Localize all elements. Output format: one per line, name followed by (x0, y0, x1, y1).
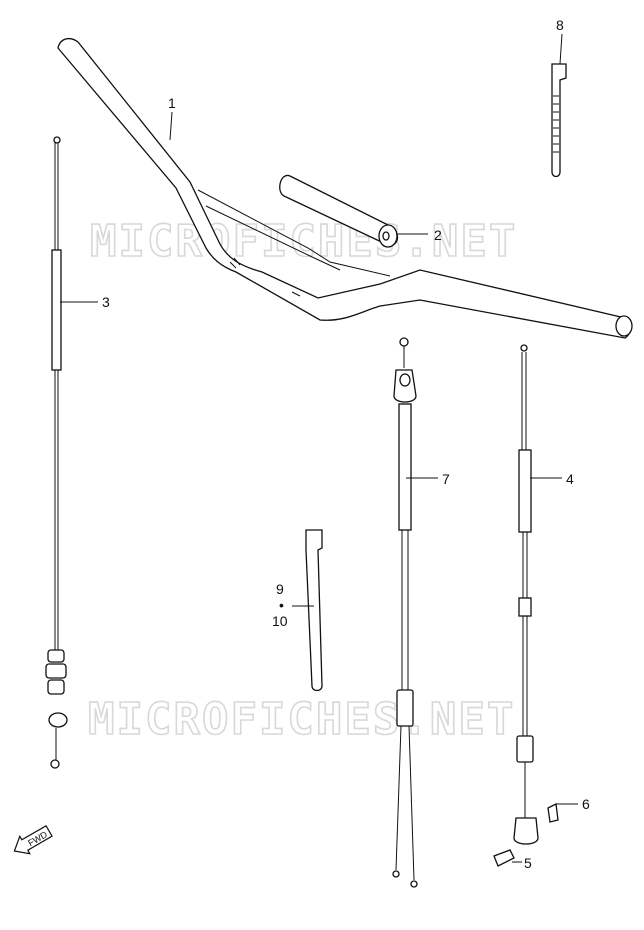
callout-1: 1 (168, 95, 176, 111)
pin-part[interactable] (493, 849, 515, 867)
callout-6: 6 (582, 796, 590, 812)
tie-strap-part[interactable] (305, 529, 323, 692)
cable-right-part[interactable] (513, 344, 539, 845)
clip-part[interactable] (547, 803, 559, 823)
watermark-bottom: MICROFICHES.NET (88, 694, 515, 745)
callout-4: 4 (566, 471, 574, 487)
callout-8: 8 (556, 17, 564, 33)
grip-part[interactable] (279, 174, 399, 248)
callout-9-separator: • (279, 597, 284, 613)
cable-middle-part[interactable] (392, 337, 418, 888)
handlebar-part[interactable] (57, 37, 633, 339)
watermark-top: MICROFICHES.NET (90, 216, 517, 267)
callout-10: 10 (272, 613, 288, 629)
callout-7: 7 (442, 471, 450, 487)
callout-3: 3 (102, 294, 110, 310)
cable-left-part[interactable] (45, 136, 68, 769)
fwd-arrow-icon: FWD (13, 824, 53, 855)
strap-top-part[interactable] (551, 63, 567, 178)
callout-9: 9 (276, 581, 284, 597)
leader-lines (60, 33, 578, 863)
callout-5: 5 (524, 855, 532, 871)
callout-2: 2 (434, 227, 442, 243)
